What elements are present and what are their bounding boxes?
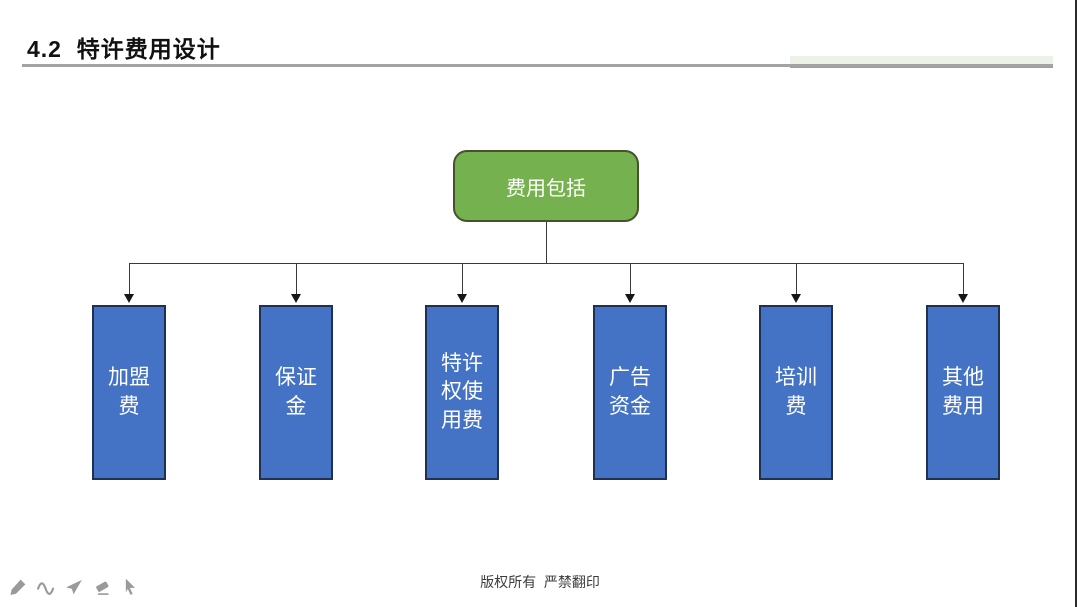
- copyright-text: 版权所有 严禁翻印: [480, 574, 600, 590]
- root-node-label: 费用包括: [506, 177, 586, 200]
- branch-node-label: 加盟 费: [108, 366, 150, 418]
- eraser-icon[interactable]: [92, 577, 112, 597]
- connector-drop: [296, 263, 297, 294]
- arrow-down-icon: [291, 294, 301, 303]
- connector-drop: [963, 263, 964, 294]
- arrow-down-icon: [791, 294, 801, 303]
- arrow-down-icon: [457, 294, 467, 303]
- branch-node: 加盟 费: [92, 305, 166, 480]
- slide-title: 4.2 特许费用设计: [27, 36, 221, 62]
- branch-node: 培训 费: [759, 305, 833, 480]
- branch-node: 保证 金: [259, 305, 333, 480]
- connector-drop: [796, 263, 797, 294]
- root-node: 费用包括: [453, 150, 639, 222]
- arrow-down-icon: [958, 294, 968, 303]
- branch-node: 广告 资金: [593, 305, 667, 480]
- arrow-down-icon: [124, 294, 134, 303]
- connector-drop: [129, 263, 130, 294]
- annotation-toolbar: [8, 577, 140, 597]
- branch-node-label: 保证 金: [275, 366, 317, 418]
- paper-plane-icon[interactable]: [64, 577, 84, 597]
- branch-node: 特许 权使 用费: [425, 305, 499, 480]
- connector-root-stub: [546, 222, 547, 263]
- title-divider-line: [22, 64, 1053, 67]
- curve-icon[interactable]: [36, 577, 56, 597]
- connector-bus: [129, 263, 963, 264]
- branch-node-label: 其他 费用: [942, 366, 984, 418]
- arrow-down-icon: [625, 294, 635, 303]
- pen-icon[interactable]: [8, 577, 28, 597]
- cursor-icon[interactable]: [120, 577, 140, 597]
- branch-node: 其他 费用: [926, 305, 1000, 480]
- connector-drop: [630, 263, 631, 294]
- branch-node-label: 特许 权使 用费: [441, 351, 483, 432]
- branch-node-label: 广告 资金: [609, 366, 651, 418]
- screen-edge-line: [1075, 0, 1077, 607]
- connector-drop: [462, 263, 463, 294]
- branch-node-label: 培训 费: [775, 366, 817, 418]
